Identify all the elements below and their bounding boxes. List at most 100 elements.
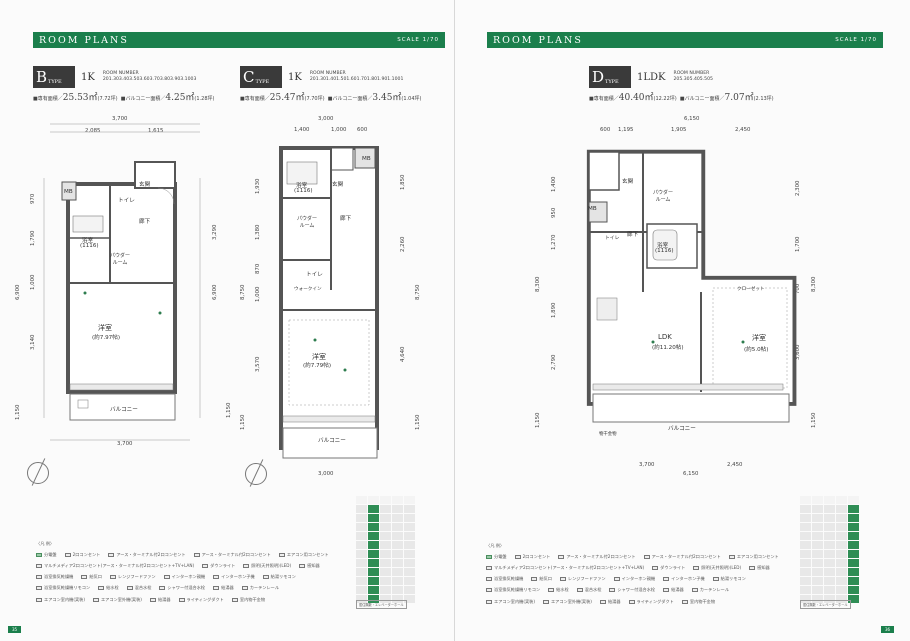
floor-key-cell — [356, 532, 367, 540]
floor-key-cell — [848, 514, 859, 522]
detector-icon — [299, 564, 306, 568]
room-label: 洋室 — [98, 324, 112, 332]
legend-row: マルチメディア2口コンセント(アース・ターミナル付2口コンセント+TV+LAN)… — [486, 565, 770, 571]
floor-key-cell — [404, 532, 415, 540]
legend-item: エアコン室外機(実装) — [542, 599, 592, 605]
floor-key-cell — [836, 523, 847, 531]
dim-label: 8,750 — [240, 284, 246, 300]
dim-label: 600 — [600, 127, 611, 133]
room-label: 玄関 — [139, 182, 151, 188]
dim-label: 1,850 — [400, 174, 406, 190]
floor-key-cell — [836, 532, 847, 540]
outlet-icon — [278, 553, 285, 557]
floor-key-cell — [392, 568, 403, 576]
section-title: ROOM PLANS — [493, 34, 583, 46]
floor-key-cell — [812, 559, 823, 567]
floor-key-cell — [404, 559, 415, 567]
room-label: (約7.97帖) — [92, 335, 121, 341]
legend-item: 給湯リモコン — [262, 574, 296, 580]
legend-row: エアコン室内機(実装) エアコン室外機(実装) 給湯器 ライティングダクト 室内… — [486, 599, 715, 605]
floor-key-cell — [812, 586, 823, 594]
floor-key-cell — [356, 586, 367, 594]
multimedia-outlet-icon — [486, 566, 492, 570]
floor-key-cell — [824, 568, 835, 576]
legend-item: 2口コンセント — [514, 554, 550, 560]
floor-key-grid — [356, 496, 415, 603]
faucet-icon — [126, 586, 133, 590]
floor-key-cell — [380, 550, 391, 558]
floor-key-cell — [848, 505, 859, 513]
legend-item: エアコン室内機(実装) — [486, 599, 535, 605]
drying-rack-icon — [681, 600, 688, 604]
floor-key-cell — [812, 523, 823, 531]
room-label: LDK — [658, 333, 672, 341]
dim-label: 3,000 — [318, 471, 334, 477]
floor-key-cell — [848, 559, 859, 567]
floor-key-cell — [392, 559, 403, 567]
range-hood-icon — [109, 575, 116, 579]
north-compass-icon — [245, 463, 267, 485]
page-number: 35 — [8, 626, 22, 633]
floor-key-cell — [368, 523, 379, 531]
dim-label: 1,150 — [15, 404, 21, 420]
legend-item: 照明(天井照明)(LED) — [243, 563, 291, 569]
floor-key-cell — [368, 532, 379, 540]
floor-key-cell — [848, 550, 859, 558]
floor-key-cell — [356, 568, 367, 576]
floor-key-cell — [392, 523, 403, 531]
room-label: バルコニー — [318, 438, 346, 444]
floor-key-cell — [356, 514, 367, 522]
legend-item: ダウンライト — [652, 565, 685, 571]
legend-item: インターホン親機 — [163, 574, 205, 580]
dim-label: 3,140 — [30, 334, 36, 350]
floor-key-cell — [392, 541, 403, 549]
floor-key-cell — [404, 496, 415, 504]
floor-key-cell — [836, 586, 847, 594]
floor-key-cell — [824, 523, 835, 531]
floor-key-caption: 居住階数・エレベーターホール — [800, 600, 851, 609]
floor-key-cell — [380, 568, 391, 576]
floor-key-cell — [368, 541, 379, 549]
remote-icon — [262, 575, 269, 579]
legend-item: 給湯器 — [213, 585, 234, 591]
legend-row: マルチメディア2口コンセント(アース・ターミナル付2口コンセント+TV+LAN)… — [36, 563, 320, 569]
type-d-floorplan — [586, 149, 797, 423]
floor-key-cell — [392, 505, 403, 513]
dim-label: 8,300 — [811, 276, 817, 292]
floor-key-cell — [368, 496, 379, 504]
legend-title: 〈凡 例〉 — [486, 543, 505, 548]
type-c-floorplan — [279, 146, 379, 459]
legend-item: 分電盤 — [36, 552, 57, 558]
floor-key-cell — [380, 541, 391, 549]
dim-label: 3,570 — [255, 356, 261, 372]
floor-key-cell — [800, 568, 811, 576]
legend-item: アース・ターミナル付2口コンセント — [193, 552, 271, 558]
legend-row: エアコン室内機(実装) エアコン室外機(実装) 給湯器 ライティングダクト 室内… — [36, 597, 265, 603]
remote-icon — [36, 586, 42, 590]
remote-icon — [712, 577, 719, 581]
floor-key-cell — [800, 577, 811, 585]
floor-key-cell — [812, 568, 823, 576]
floor-key-cell — [824, 541, 835, 549]
room-label: 浴室 — [82, 238, 94, 244]
legend-item: レンジフードファン — [559, 576, 606, 582]
floor-key-cell — [404, 577, 415, 585]
dim-label: 1,905 — [671, 127, 687, 133]
legend-item: エアコン用コンセント — [728, 554, 779, 560]
outlet-icon — [108, 553, 115, 557]
floor-key-cell — [836, 577, 847, 585]
floor-key-cell — [848, 577, 859, 585]
scale-label: SCALE 1/70 — [835, 37, 877, 43]
legend-item: 照明(天井照明)(LED) — [693, 565, 741, 571]
floor-key-cell — [848, 595, 859, 603]
legend-item: ライティングダクト — [628, 599, 674, 605]
floor-key-cell — [800, 541, 811, 549]
legend-item: アース・ターミナル付2口コンセント — [558, 554, 636, 560]
legend-item: アース・ターミナル付2口コンセント — [108, 552, 186, 558]
room-label: パウダールーム — [110, 253, 131, 266]
room-label: パウダールーム — [652, 190, 673, 203]
dim-label: 1,615 — [148, 128, 164, 134]
